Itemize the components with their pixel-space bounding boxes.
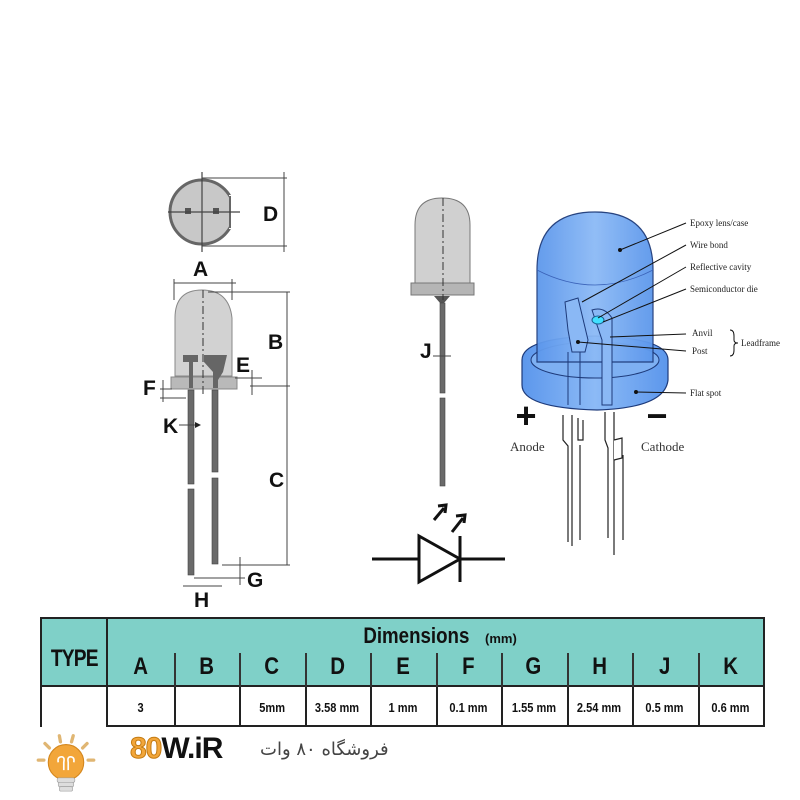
column-divider bbox=[566, 653, 569, 687]
value-text: 2.54 mm bbox=[577, 699, 622, 715]
column-header-text: E bbox=[395, 653, 410, 680]
label-g: G bbox=[247, 569, 263, 592]
value-cell-j: 0.5 mm bbox=[632, 687, 698, 727]
cell-divider bbox=[501, 687, 503, 727]
callout-anvil: Anvil bbox=[692, 328, 713, 338]
minus-icon: − bbox=[646, 395, 667, 436]
column-divider bbox=[173, 653, 176, 687]
callout-semiconductor-die: Semiconductor die bbox=[690, 284, 758, 294]
plus-icon: + bbox=[515, 395, 536, 436]
column-header-h: H bbox=[567, 649, 633, 685]
label-c: C bbox=[269, 469, 284, 492]
callout-post: Post bbox=[692, 346, 708, 356]
cell-divider bbox=[435, 687, 438, 727]
type-header: TYPE bbox=[42, 619, 108, 687]
callout-wire-bond: Wire bond bbox=[690, 240, 728, 250]
bulb-logo-icon bbox=[36, 734, 96, 792]
led-diagram: D A B C E F K G H bbox=[143, 172, 780, 610]
watermark-subtitle: فروشگاه ۸۰ وات bbox=[260, 739, 389, 760]
cell-divider bbox=[304, 687, 307, 727]
label-a: A bbox=[193, 258, 208, 281]
column-header-d: D bbox=[305, 649, 371, 685]
column-header-e: E bbox=[370, 649, 436, 685]
column-header-a: A bbox=[108, 649, 174, 685]
led-cutaway bbox=[521, 211, 739, 555]
column-header-text: G bbox=[525, 653, 542, 680]
label-j: J bbox=[420, 340, 432, 363]
column-header-text: B bbox=[198, 653, 214, 680]
value-text: 3 bbox=[137, 699, 144, 715]
watermark-digits: 80 bbox=[129, 732, 162, 765]
label-k: K bbox=[163, 415, 178, 438]
value-cell-e: 1 mm bbox=[370, 687, 436, 727]
value-cell-k: 0.6 mm bbox=[698, 687, 764, 727]
value-text: 0.5 mm bbox=[645, 699, 684, 715]
column-divider bbox=[239, 653, 241, 687]
column-header-text: A bbox=[133, 653, 149, 680]
dimensions-table: TYPE Dimensions (mm) A 3 B C 5mm D 3.58 mm E 1 m… bbox=[40, 617, 765, 727]
dimensions-title: Dimensions (mm) bbox=[108, 623, 763, 649]
anode-label: Anode bbox=[510, 439, 545, 454]
value-text: 0.1 mm bbox=[449, 699, 488, 715]
label-d: D bbox=[263, 203, 278, 226]
column-header-j: J bbox=[632, 649, 698, 685]
callout-reflective-cavity: Reflective cavity bbox=[690, 262, 752, 272]
value-cell-b bbox=[174, 687, 240, 727]
cell-divider bbox=[697, 687, 700, 727]
value-cell-c: 5mm bbox=[239, 687, 305, 727]
column-header-text: H bbox=[591, 653, 607, 680]
cell-divider bbox=[173, 687, 176, 727]
column-divider bbox=[697, 653, 700, 687]
front-view-led bbox=[160, 279, 290, 587]
column-header-g: G bbox=[501, 649, 567, 685]
label-b: B bbox=[268, 331, 283, 354]
column-header-text: D bbox=[329, 653, 345, 680]
cell-divider bbox=[370, 687, 372, 727]
callout-leadframe: Leadframe bbox=[741, 338, 780, 348]
value-text: 1 mm bbox=[388, 699, 418, 715]
type-value-cell bbox=[42, 687, 108, 727]
value-text: 1.55 mm bbox=[511, 699, 556, 715]
value-cell-a: 3 bbox=[108, 687, 174, 727]
top-view bbox=[168, 172, 287, 252]
cell-divider bbox=[632, 687, 634, 727]
watermark-logo-text: 80W.iR bbox=[129, 732, 223, 765]
column-header-k: K bbox=[698, 649, 764, 685]
value-cell-f: 0.1 mm bbox=[436, 687, 502, 727]
value-text: 5mm bbox=[258, 699, 285, 715]
column-divider bbox=[370, 653, 372, 687]
callout-epoxy: Epoxy lens/case bbox=[690, 218, 748, 228]
column-divider bbox=[435, 653, 438, 687]
column-header-c: C bbox=[239, 649, 305, 685]
column-header-text: F bbox=[462, 653, 475, 680]
led-schematic-symbol bbox=[372, 503, 505, 585]
value-cell-h: 2.54 mm bbox=[567, 687, 633, 727]
column-divider bbox=[632, 653, 634, 687]
value-text: 3.58 mm bbox=[315, 699, 360, 715]
value-text: 0.6 mm bbox=[711, 699, 750, 715]
cell-divider bbox=[566, 687, 569, 727]
cathode-label: Cathode bbox=[641, 439, 685, 454]
column-divider bbox=[501, 653, 503, 687]
label-e: E bbox=[236, 354, 250, 377]
cell-divider bbox=[239, 687, 241, 727]
side-view-led bbox=[410, 197, 475, 487]
column-header-f: F bbox=[436, 649, 502, 685]
label-h: H bbox=[194, 589, 209, 610]
value-cell-g: 1.55 mm bbox=[501, 687, 567, 727]
dimensions-title-text: Dimensions bbox=[363, 623, 470, 648]
watermark-brand: W.iR bbox=[161, 732, 223, 765]
value-cell-d: 3.58 mm bbox=[305, 687, 371, 727]
column-header-text: K bbox=[722, 653, 738, 680]
column-header-b: B bbox=[174, 649, 240, 685]
column-header-text: J bbox=[659, 653, 671, 680]
type-header-text: TYPE bbox=[50, 645, 99, 672]
column-header-text: C bbox=[264, 653, 280, 680]
callout-flat-spot: Flat spot bbox=[690, 388, 722, 398]
column-divider bbox=[304, 653, 307, 687]
label-f: F bbox=[143, 377, 156, 400]
dimensions-unit: (mm) bbox=[485, 631, 517, 646]
